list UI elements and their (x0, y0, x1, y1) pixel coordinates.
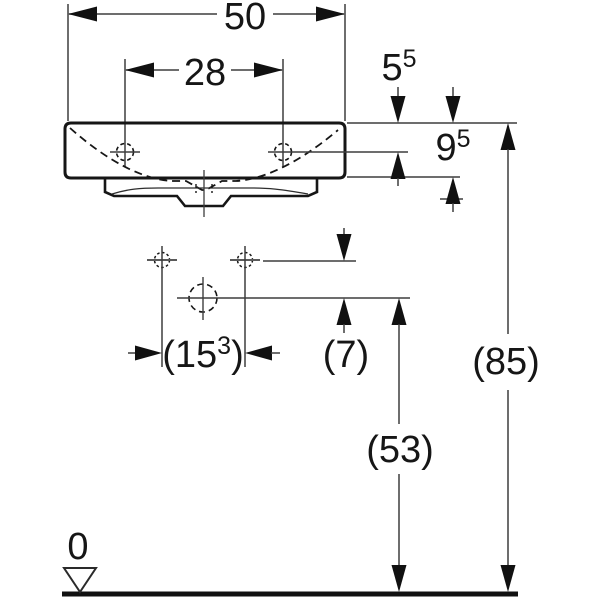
body-height-label: 95 (435, 125, 470, 169)
drain-height-label: (53) (366, 429, 434, 471)
mounting-symbols (147, 246, 260, 367)
arrowhead-right-icon (316, 6, 345, 22)
arrowhead-right-icon (135, 345, 162, 361)
rim-height-label: (85) (472, 341, 540, 383)
tap-hole-left-icon (110, 142, 140, 162)
arrowhead-left-icon (68, 6, 97, 22)
datum-triangle-icon (62, 567, 98, 594)
tap-hole-right-icon (268, 142, 296, 162)
arrowhead-down-icon (390, 96, 406, 123)
arrowhead-up-icon (391, 298, 407, 325)
arrowhead-down-icon (445, 96, 461, 123)
dim-body-height (445, 87, 461, 212)
dim-anchor-spacing (128, 345, 280, 361)
dim-anchor-to-drain (177, 228, 410, 333)
sink-foot-outline (103, 178, 319, 208)
tap-hole-spacing-label: 28 (184, 52, 226, 94)
arrowhead-down-icon (391, 565, 407, 592)
arrowhead-up-icon (445, 177, 461, 204)
dim-overall-width (67, 4, 346, 121)
overall-width-label: 50 (224, 0, 266, 38)
floor-datum (62, 567, 518, 597)
rim-to-tap-label: 55 (381, 45, 416, 89)
basin-hidden-edge (69, 127, 339, 191)
sink-body-outline (63, 121, 347, 180)
floor-datum-label: 0 (67, 526, 88, 568)
dim-drain-height (391, 298, 407, 592)
dim-tap-hole-spacing (124, 59, 284, 167)
arrowhead-down-icon (500, 565, 516, 592)
arrowhead-down-icon (336, 234, 352, 261)
dim-rim-to-tap (390, 87, 406, 186)
arrowhead-left-icon (125, 62, 154, 78)
arrowhead-right-icon (254, 62, 283, 78)
reference-lines-right (296, 122, 517, 200)
arrowhead-up-icon (336, 298, 352, 325)
sink-foot-inner-line (111, 187, 309, 195)
arrowhead-up-icon (390, 152, 406, 179)
anchor-to-drain-label: (7) (323, 334, 369, 376)
sink-front-view (63, 121, 347, 217)
dim-rim-height (500, 123, 516, 592)
anchor-spacing-label: (153) (162, 332, 243, 376)
arrowhead-up-icon (500, 123, 516, 150)
arrowhead-left-icon (245, 345, 272, 361)
